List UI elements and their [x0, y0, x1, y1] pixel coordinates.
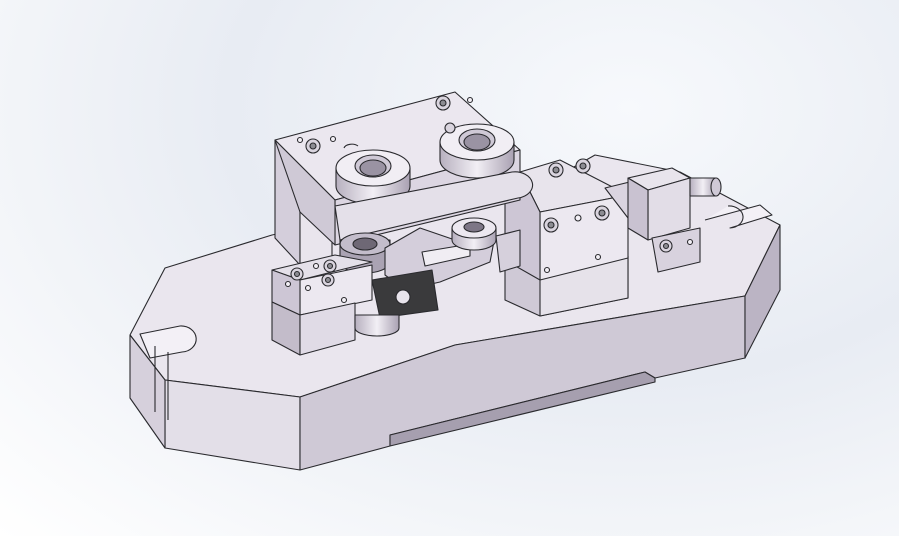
- right-u-slot: [704, 204, 773, 229]
- base-plate-notch: [389, 371, 656, 447]
- base-plate-right-face: [744, 224, 781, 359]
- center-spacer: [495, 229, 521, 273]
- top-clamp-plate: [274, 91, 534, 246]
- center-linkage: [339, 217, 497, 319]
- left-lower-block: [271, 254, 400, 356]
- left-u-slot: [139, 325, 197, 359]
- right-post-foot: [651, 227, 701, 273]
- top-plate-lower-lip: [334, 171, 534, 241]
- bushing-right: [439, 122, 515, 179]
- screw-group-right: [543, 158, 610, 274]
- bushing-left: [335, 143, 411, 205]
- right-post: [627, 167, 722, 273]
- base-plate-left-face: [129, 334, 166, 449]
